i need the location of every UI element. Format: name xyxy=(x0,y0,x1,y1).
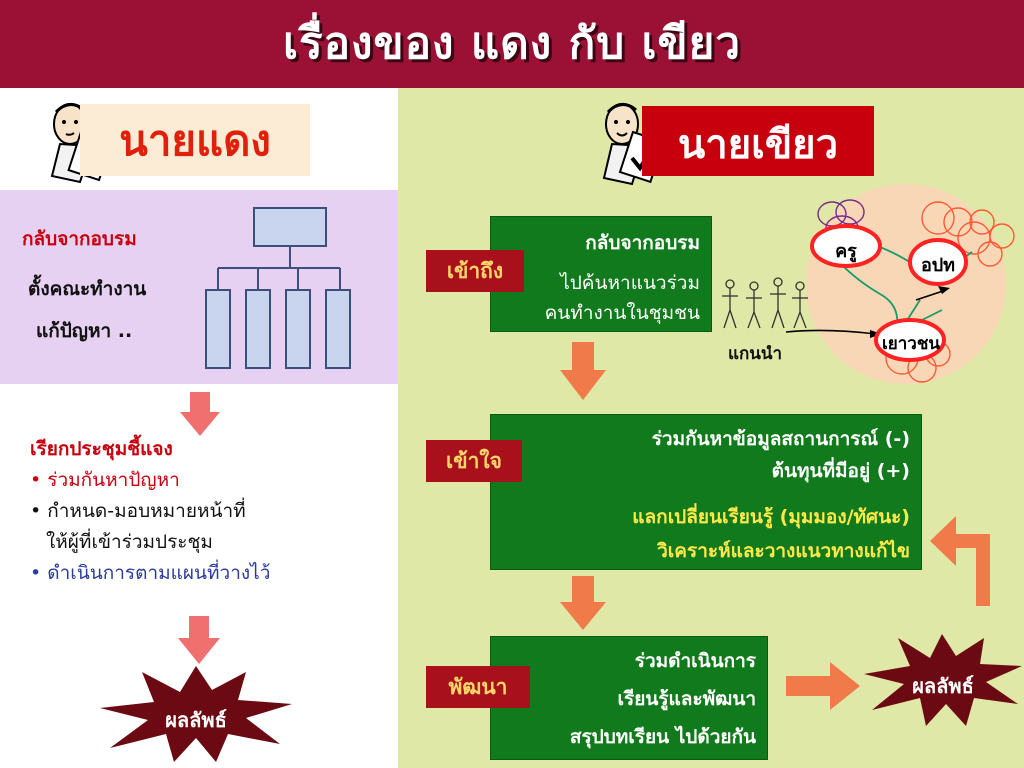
bullet-item: • ร่วมกันหาปัญหา xyxy=(30,469,180,491)
slide-title: เรื่องของ แดง กับ เขียว xyxy=(282,18,742,69)
stage-access-label: เข้าถึง xyxy=(426,250,524,292)
node-youth: เยาวชน xyxy=(881,334,941,354)
red-box-line-3: แก้ปัญหา .. xyxy=(36,320,133,342)
leaders-label: แกนนำ xyxy=(728,344,783,364)
stage-develop-line-3: สรุปบทเรียน ไปด้วยกัน xyxy=(569,726,756,748)
meeting-section: เรียกประชุมชี้แจง • ร่วมกันหาปัญหา • กำห… xyxy=(30,434,390,589)
stage-understand-box xyxy=(490,414,922,570)
result-label-left: ผลลัพธ์ xyxy=(165,708,227,732)
meeting-heading: เรียกประชุมชี้แจง xyxy=(30,438,173,460)
result-label-right: ผลลัพธ์ xyxy=(912,674,974,698)
result-burst-left xyxy=(96,664,296,764)
stage-access-box xyxy=(490,216,712,332)
stage-access-line-2: ไปค้นหาแนวร่วม xyxy=(560,272,700,294)
red-name-label: นายแดง xyxy=(119,116,271,165)
title-bar xyxy=(0,0,1024,88)
result-burst-right xyxy=(862,632,1024,728)
stage-develop-box xyxy=(490,636,768,760)
feedback-arrow-icon xyxy=(930,516,990,610)
node-local-gov: อปท xyxy=(920,255,956,276)
network-diagram xyxy=(785,182,1022,386)
org-chart-icon xyxy=(204,206,354,370)
stage-understand-line-3: แลกเปลี่ยนเรียนรู้ (มุมมอง/ทัศนะ) xyxy=(632,506,910,528)
right-arrow-icon xyxy=(786,662,860,714)
stage-access-line-1: กลับจากอบรม xyxy=(585,232,700,254)
stage-understand-line-4: วิเคราะห์และวางแนวทางแก้ไข xyxy=(657,540,910,562)
bullet-item-continuation: ให้ผู้ที่เข้าร่วมประชุม xyxy=(46,531,213,553)
red-name-box xyxy=(80,104,310,176)
red-box-line-2: ตั้งคณะทำงาน xyxy=(28,278,147,300)
down-arrow-icon xyxy=(560,576,606,634)
node-teacher: ครู xyxy=(835,241,857,262)
down-arrow-icon xyxy=(560,342,606,404)
green-name-box xyxy=(642,106,874,176)
down-arrow-icon xyxy=(180,392,220,440)
bullet-item: • ดำเนินการตามแผนที่วางไว้ xyxy=(30,562,271,584)
stage-develop-label: พัฒนา xyxy=(426,666,530,708)
stage-develop-line-1: ร่วมดำเนินการ xyxy=(634,650,756,672)
red-box-line-1: กลับจากอบรม xyxy=(22,228,137,250)
stage-understand-label: เข้าใจ xyxy=(426,440,522,482)
stage-understand-line-2: ต้นทุนที่มีอยู่ (+) xyxy=(771,460,910,482)
bullet-item: • กำหนด-มอบหมายหน้าที่ xyxy=(30,500,246,522)
green-name-label: นายเขียว xyxy=(677,122,839,168)
stage-access-line-3: คนทำงานในชุมชน xyxy=(544,302,700,324)
down-arrow-icon xyxy=(178,616,220,668)
stage-understand-line-1: ร่วมกันหาข้อมูลสถานการณ์ (-) xyxy=(651,428,910,450)
stage-develop-line-2: เรียนรู้และพัฒนา xyxy=(617,688,756,710)
leaders-group-icon xyxy=(716,276,812,332)
